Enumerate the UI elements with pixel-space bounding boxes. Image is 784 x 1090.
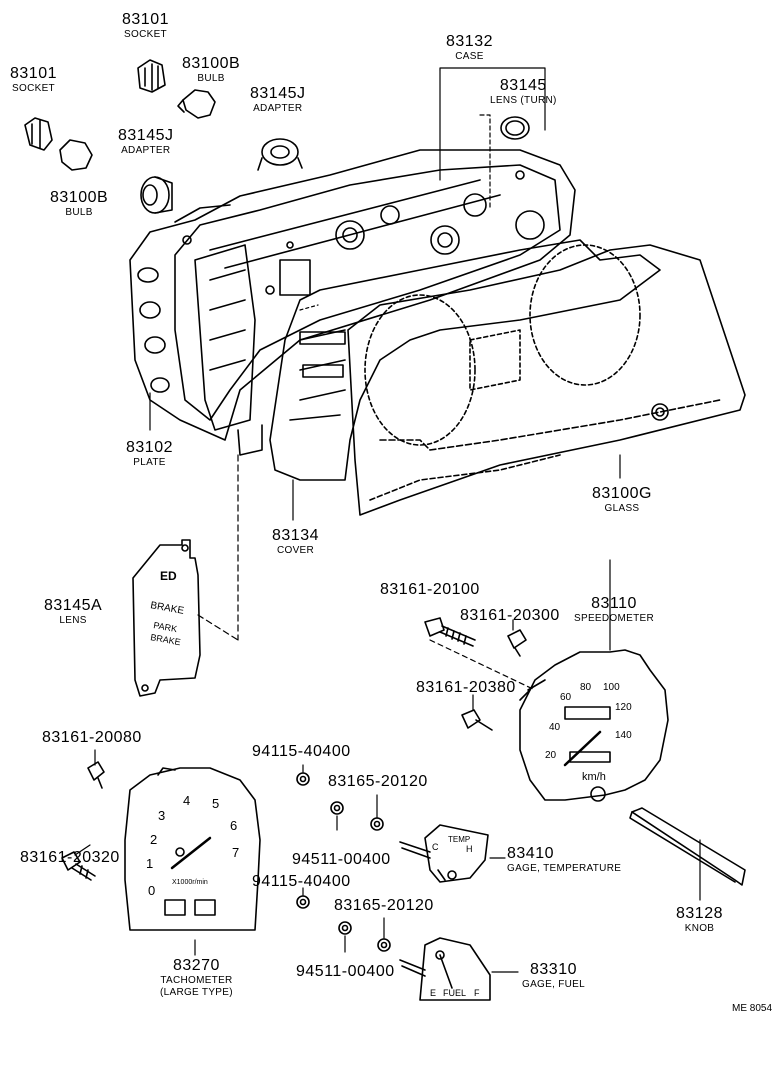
lens-brake-text: BRAKE: [149, 600, 185, 617]
label-nut-40400-b: 94115-40400: [252, 873, 351, 890]
tach-tick-1: 1: [146, 856, 153, 871]
fuel-gage-f: F: [474, 988, 480, 998]
label-nut-00400-b: 94511-00400: [296, 963, 395, 980]
tachometer-ticks: 0 1 2 3 4 5 6 7 X1000r/min: [146, 793, 239, 898]
speedometer-ticks: 20 40 60 80 100 120 140 km/h: [545, 682, 632, 783]
svg-text:ED: ED: [160, 569, 177, 583]
screw-20100-part: [424, 617, 476, 647]
temp-gage-c: C: [432, 842, 439, 852]
speedometer-part: [519, 649, 669, 802]
label-screw-20300: 83161-20300: [460, 607, 560, 624]
tach-tick-0: 0: [148, 883, 155, 898]
label-screw-20320: 83161-20320: [20, 849, 120, 866]
leader-lines-upper: [149, 67, 701, 901]
speed-tick-100: 100: [603, 682, 620, 693]
speed-tick-40: 40: [549, 722, 561, 733]
label-screw-20380: 83161-20380: [416, 679, 516, 696]
bulb-left-part: [59, 139, 93, 171]
lens-brake2-text: BRAKE: [150, 632, 182, 647]
speed-tick-20: 20: [545, 750, 557, 761]
label-screw-20080: 83161-20080: [42, 729, 142, 746]
temp-gage-h: H: [466, 844, 473, 854]
temp-gage-label: TEMP: [448, 835, 470, 844]
fuel-gage-label: FUEL: [443, 988, 466, 998]
tach-unit: X1000r/min: [172, 879, 208, 886]
screw-20380-part: [461, 709, 493, 731]
tach-tick-4: 4: [183, 793, 190, 808]
speed-tick-80: 80: [580, 682, 592, 693]
speed-unit: km/h: [582, 771, 606, 783]
tach-tick-7: 7: [232, 845, 239, 860]
tach-tick-6: 6: [230, 818, 237, 833]
adapter-left-part: [140, 176, 173, 214]
tach-tick-2: 2: [150, 832, 157, 847]
screw-20080-part: [87, 761, 105, 789]
tach-tick-5: 5: [212, 796, 219, 811]
adapter-right-part: [257, 138, 303, 171]
temp-gage-part: C TEMP H: [399, 824, 489, 883]
speed-tick-120: 120: [615, 702, 632, 713]
lens-park-text: PARK: [153, 620, 178, 634]
cover-part: [269, 239, 661, 481]
label-washer-20120-b: 83165-20120: [334, 897, 434, 914]
socket-left-part: [24, 117, 53, 151]
label-washer-20120-a: 83165-20120: [328, 773, 428, 790]
plate-part: [129, 149, 576, 441]
fuel-gage-part: E FUEL F: [399, 937, 491, 1001]
label-nut-00400-a: 94511-00400: [292, 851, 391, 868]
screw-20320-part: [61, 851, 96, 881]
knob-part: [629, 807, 746, 886]
lens-plate-part: ED BRAKE PARK BRAKE: [132, 539, 201, 697]
label-nut-40400-a: 94115-40400: [252, 743, 351, 760]
speed-tick-140: 140: [615, 730, 632, 741]
glass-part: [347, 244, 746, 516]
lens-turn-part: [500, 116, 530, 140]
tachometer-part: [124, 767, 261, 931]
label-screw-20100: 83161-20100: [380, 581, 480, 598]
figure-code: ME 8054: [732, 1003, 773, 1014]
nuts-washers: [296, 772, 391, 952]
screw-20300-part: [507, 629, 527, 657]
fuel-gage-e: E: [430, 988, 436, 998]
leader-lines-lower: [74, 619, 519, 973]
socket-top-part: [137, 59, 166, 93]
tach-tick-3: 3: [158, 808, 165, 823]
case-part: [174, 164, 561, 456]
bulb-top-part: [177, 89, 216, 119]
speed-tick-60: 60: [560, 692, 572, 703]
